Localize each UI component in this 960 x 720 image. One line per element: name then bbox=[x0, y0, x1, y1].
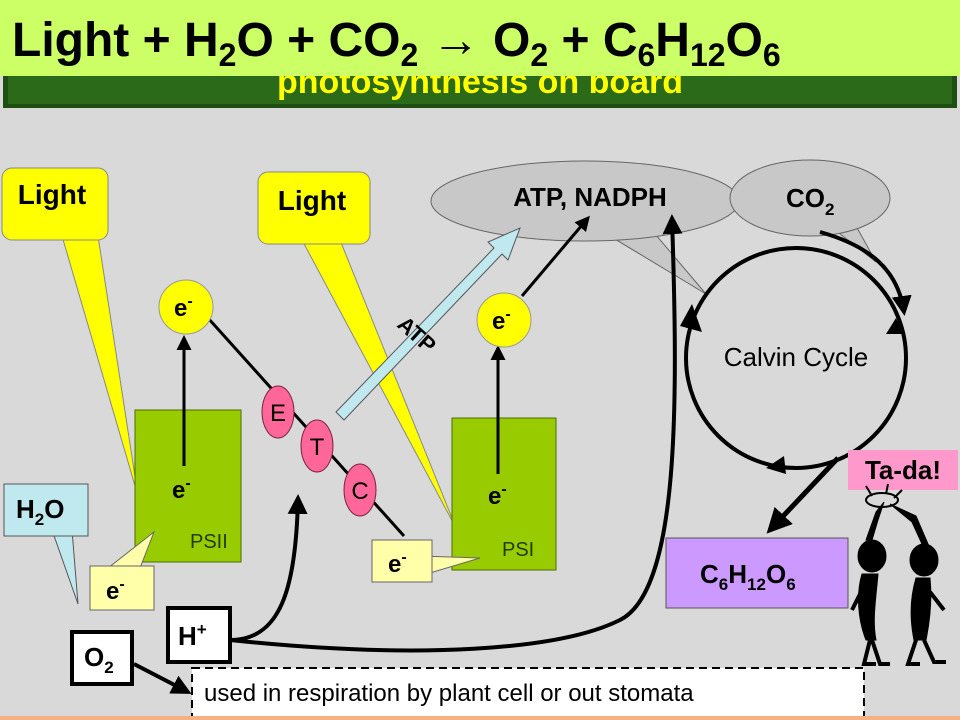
svg-text:e-: e- bbox=[174, 293, 193, 322]
glucose-box bbox=[665, 537, 849, 609]
psii-electron-label: e- bbox=[172, 475, 191, 504]
oxygen-to-respiration-arrow bbox=[133, 662, 192, 694]
atp-nadph-bubble: ATP, NADPH bbox=[430, 160, 740, 295]
svg-text:e-: e- bbox=[492, 306, 511, 335]
glucose-label: C6H12O6 bbox=[700, 559, 796, 594]
oxygen-box bbox=[70, 630, 134, 686]
svg-text:e-: e- bbox=[388, 549, 407, 578]
electron-from-water: e- bbox=[89, 530, 156, 611]
etc-carrier-t: T bbox=[300, 419, 334, 473]
light-label-left: Light bbox=[18, 179, 86, 210]
svg-text:e-: e- bbox=[106, 576, 125, 605]
svg-text:E: E bbox=[270, 400, 286, 427]
psii-excited-electron: e- bbox=[158, 279, 214, 335]
psii-label: PSII bbox=[190, 531, 228, 553]
atp-nadph-label: ATP, NADPH bbox=[513, 182, 667, 212]
etc-carrier-e: E bbox=[261, 385, 295, 439]
tada-label: Ta-da! bbox=[865, 455, 941, 485]
photosystem-i-box bbox=[451, 417, 557, 571]
electron-into-psi: e- bbox=[371, 539, 481, 583]
svg-text:C: C bbox=[351, 478, 368, 505]
calvin-cycle: Calvin Cycle bbox=[680, 246, 908, 474]
proton-box bbox=[166, 606, 232, 664]
co2-bubble: CO2 bbox=[729, 159, 891, 263]
proton-to-etc-arrow bbox=[229, 494, 308, 642]
h2o-callout: H2O bbox=[3, 483, 89, 605]
psi-electron-label: e- bbox=[488, 481, 507, 510]
page-title-equation: Light + H2O + CO2 → O2 + C6H12O6 bbox=[12, 14, 781, 73]
title-banner bbox=[0, 0, 960, 76]
bottom-strip bbox=[0, 716, 960, 720]
light-callout-left: Light bbox=[1, 167, 139, 497]
light-label-right: Light bbox=[278, 185, 346, 216]
oxygen-label: O2 bbox=[84, 642, 114, 677]
cycle-to-glucose-arrow bbox=[766, 456, 840, 534]
psi-label: PSI bbox=[502, 539, 534, 561]
proton-label: H+ bbox=[178, 620, 207, 651]
etc-carrier-c: C bbox=[343, 463, 377, 517]
svg-text:T: T bbox=[310, 434, 325, 461]
celebrating-figures-illustration bbox=[850, 483, 946, 666]
co2-label: CO2 bbox=[786, 183, 834, 219]
tada-badge bbox=[848, 450, 958, 490]
proton-to-atp-arrow bbox=[229, 214, 683, 653]
h2o-label: H2O bbox=[16, 494, 64, 529]
co2-into-cycle-arrow bbox=[819, 230, 912, 316]
psi-to-nadph-arrow bbox=[520, 215, 590, 297]
psi-excited-electron: e- bbox=[476, 292, 532, 348]
respiration-note-box bbox=[191, 667, 865, 719]
calvin-cycle-label: Calvin Cycle bbox=[724, 342, 869, 372]
light-callout-right: Light bbox=[257, 171, 457, 529]
respiration-note: used in respiration by plant cell or out… bbox=[204, 680, 694, 707]
